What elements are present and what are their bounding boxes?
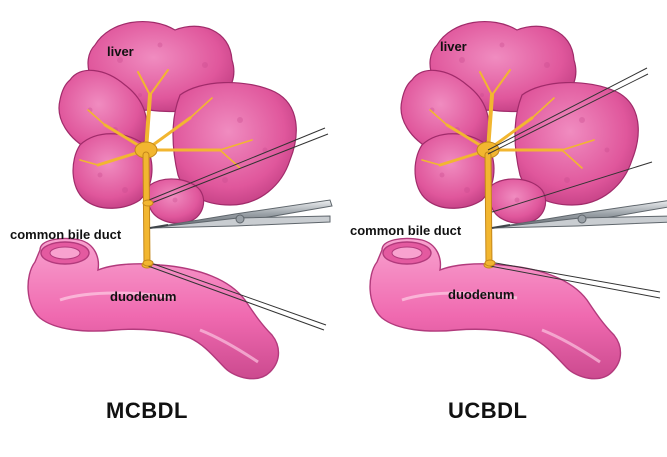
ligature-knots <box>484 259 496 267</box>
liver-label-left: liver <box>107 44 134 59</box>
ligature-threads <box>487 67 661 299</box>
liver-label-right: liver <box>440 39 467 54</box>
ligature-knots <box>142 199 154 267</box>
duodenum-label-left: duodenum <box>110 289 177 304</box>
duodenum-label-right: duodenum <box>448 287 515 302</box>
panel-mcbdl-art <box>28 22 332 379</box>
ligature-threads <box>147 127 329 331</box>
common-bile-duct-label-right: common bile duct <box>350 223 462 238</box>
panel-title-mcbdl: MCBDL <box>106 398 188 423</box>
panel-title-ucbdl: UCBDL <box>448 398 528 423</box>
common-bile-duct-label-left: common bile duct <box>10 227 122 242</box>
panel-ucbdl-art <box>370 22 667 379</box>
